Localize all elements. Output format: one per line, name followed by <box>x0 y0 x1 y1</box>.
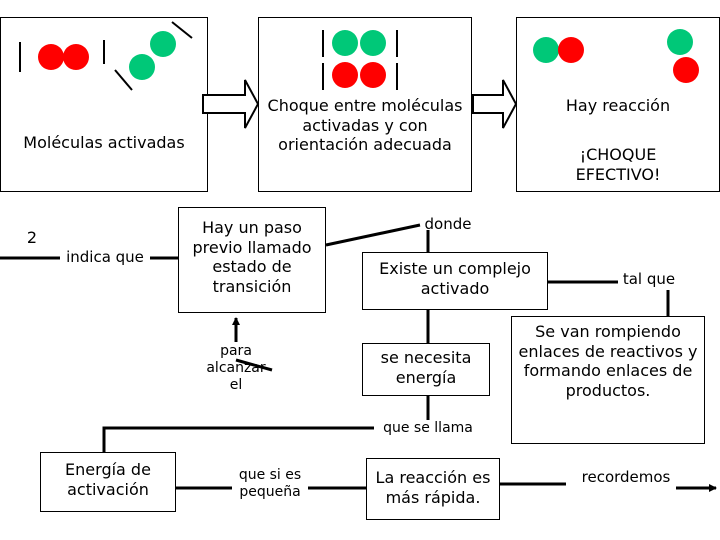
node-activation-energy-text: Energía de activación <box>65 460 151 499</box>
label-que-si-es: que si es pequeña <box>238 467 302 501</box>
line-transition-to-donde <box>325 223 421 247</box>
panel1-caption: Moléculas activadas <box>23 133 185 152</box>
node-energy-needed <box>362 343 490 396</box>
molecule-green <box>332 30 358 56</box>
node-faster-text: La reacción es más rápida. <box>375 468 491 507</box>
bar <box>171 21 193 39</box>
label-number: 2 <box>26 228 38 247</box>
node-complex-text: Existe un complejo activado <box>379 259 531 298</box>
panel2-molecules <box>322 30 398 90</box>
label-que-se-llama: que se llama <box>383 420 473 436</box>
block-arrow-2 <box>472 79 518 129</box>
molecule-red <box>63 44 89 70</box>
bar <box>114 69 133 91</box>
connectors <box>0 223 717 492</box>
label-para-alcanzar: para alcanzar el <box>206 343 266 393</box>
molecule-green <box>360 30 386 56</box>
node-transition-text: Hay un paso previo llamado estado de tra… <box>192 218 312 296</box>
block-arrow-1 <box>202 79 260 129</box>
line-para-bottom <box>235 358 273 372</box>
label-tal-que: tal que <box>622 270 676 288</box>
panel3-molecules <box>533 29 699 83</box>
node-activated-complex <box>362 252 548 310</box>
node-faster-reaction <box>366 458 500 520</box>
panel3-caption-effective: ¡CHOQUE EFECTIVO! <box>575 145 661 184</box>
line-sellama-to-activation <box>102 426 374 452</box>
node-activation-energy <box>40 452 176 512</box>
panel1-molecules <box>19 21 193 91</box>
panel3-caption-reaction: Hay reacción <box>565 96 671 115</box>
molecule-green <box>533 37 559 63</box>
molecule-red <box>332 62 358 88</box>
label-indica-que: indica que <box>66 248 144 266</box>
node-energy-needed-text: se necesita energía <box>380 348 472 387</box>
molecule-green <box>150 31 176 57</box>
molecule-green <box>129 54 155 80</box>
molecule-red <box>558 37 584 63</box>
molecule-red <box>360 62 386 88</box>
panel2-caption: Choque entre moléculas activadas y con o… <box>267 96 463 155</box>
node-transition-state <box>178 207 326 313</box>
node-bond-breaking <box>511 316 705 444</box>
label-donde: donde <box>424 215 472 233</box>
molecule-green <box>667 29 693 55</box>
molecule-red <box>38 44 64 70</box>
node-bond-breaking-text: Se van rompiendo enlaces de reactivos y … <box>518 322 698 400</box>
molecule-red <box>673 57 699 83</box>
label-recordemos: recordemos <box>581 468 671 486</box>
